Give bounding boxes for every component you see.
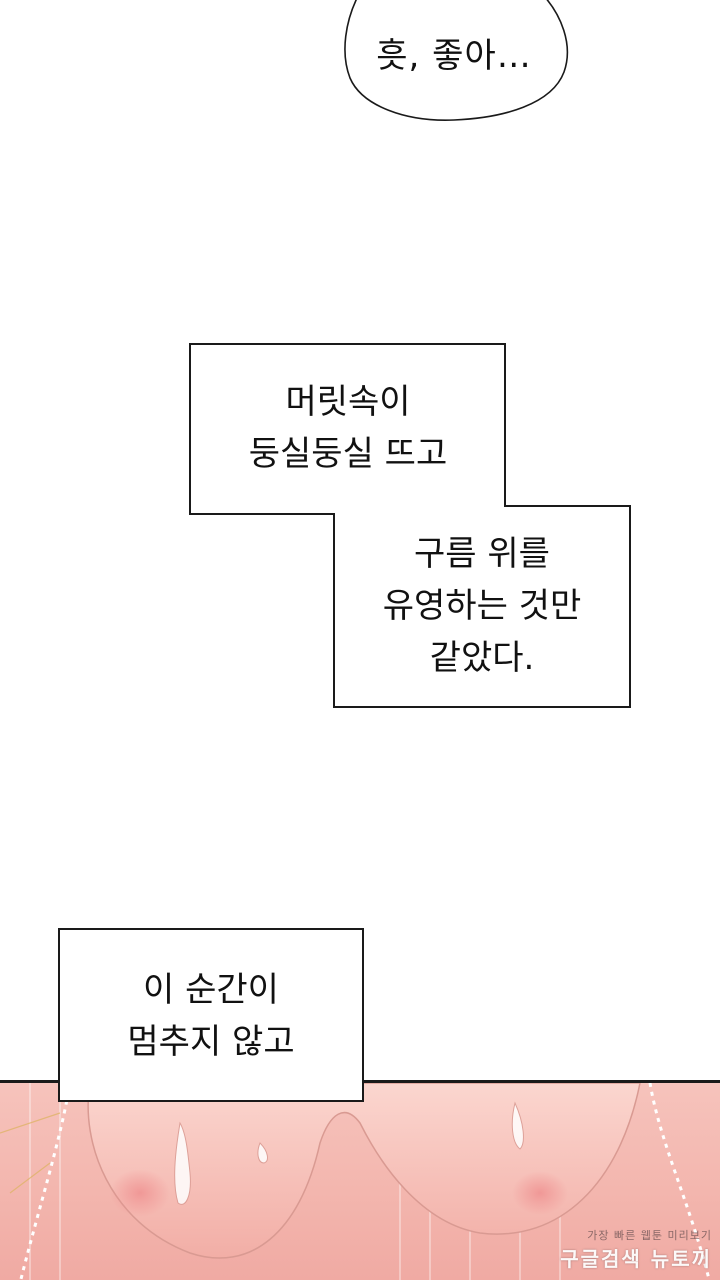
caption-line: 머릿속이 (285, 382, 411, 422)
narration-caption-1: 머릿속이 둥실둥실 뜨고 (190, 376, 506, 480)
caption-line: 멈추지 않고 (127, 1022, 295, 1062)
caption-box-outline (189, 343, 631, 708)
speech-bubble-text: 흣, 좋아… (376, 36, 532, 76)
narration-caption-2: 구름 위를 유영하는 것만 같았다. (334, 528, 630, 684)
caption-line: 유영하는 것만 (382, 586, 582, 626)
caption-line: 구름 위를 (414, 534, 550, 574)
illustration-panel: 가장 빠른 웹툰 미리보기 구글검색 뉴토끼 (0, 1080, 720, 1280)
narration-caption-3: 이 순간이 멈추지 않고 (58, 964, 364, 1068)
caption-box-3 (58, 928, 364, 1102)
watermark: 가장 빠른 웹툰 미리보기 구글검색 뉴토끼 (560, 1227, 712, 1272)
speech-bubble: 흣, 좋아… (336, 0, 572, 122)
caption-line: 이 순간이 (143, 970, 279, 1010)
illustration-art (0, 1083, 711, 1280)
caption-line: 같았다. (429, 638, 535, 678)
watermark-subtitle: 가장 빠른 웹툰 미리보기 (587, 1229, 712, 1242)
caption-line: 둥실둥실 뜨고 (248, 434, 448, 474)
watermark-title: 구글검색 뉴토끼 (560, 1247, 712, 1271)
speech-bubble-outline (344, 0, 569, 121)
